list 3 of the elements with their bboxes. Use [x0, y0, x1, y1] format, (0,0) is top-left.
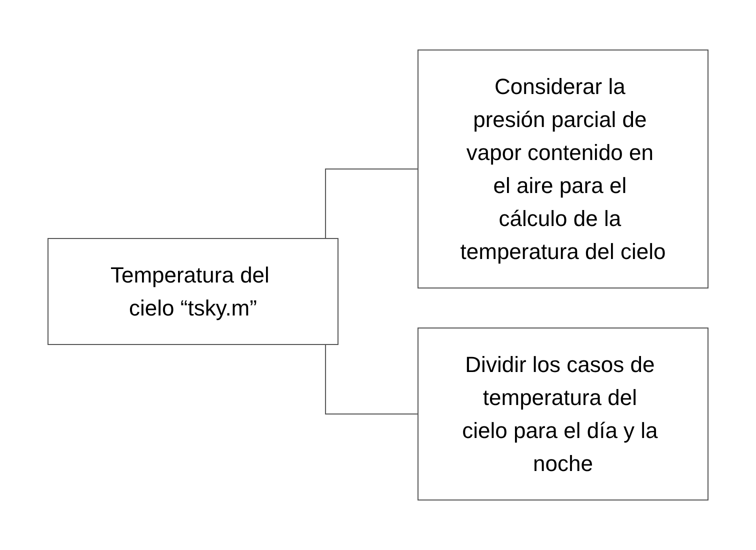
- node-box: Temperatura del cielo “tsky.m”: [48, 238, 338, 345]
- node-box: Considerar la presión parcial de vapor contenido en el aire para el cálculo de la temperatura del cielo: [418, 50, 708, 288]
- node-box: Dividir los casos de temperatura del cielo para el día y la noche: [418, 328, 708, 500]
